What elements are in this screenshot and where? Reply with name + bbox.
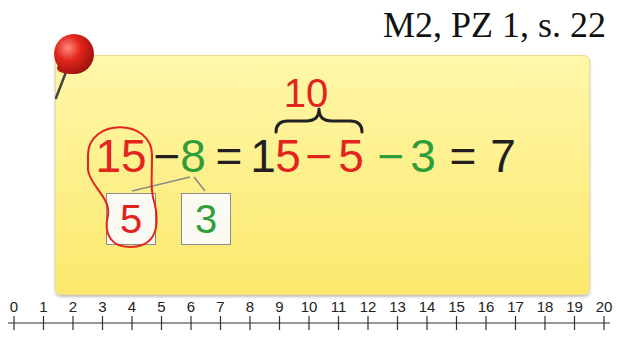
equation-term: 7	[490, 133, 516, 179]
tick-number: 17	[507, 299, 524, 314]
tick-number: 10	[301, 299, 318, 314]
number-box: 3	[181, 193, 231, 245]
equation-term: −	[378, 133, 405, 179]
equation-term: 15	[95, 133, 146, 179]
box-number: 3	[195, 199, 217, 239]
tick-number: 2	[69, 299, 77, 314]
equation-term: 1	[250, 133, 276, 179]
tick-number: 6	[187, 299, 195, 314]
lasso-loop	[88, 127, 157, 247]
equation-term: 5	[338, 133, 364, 179]
tick-number: 18	[537, 299, 554, 314]
equation-term: −	[306, 133, 333, 179]
equation-term: −	[154, 133, 181, 179]
equation-term: 5	[275, 133, 301, 179]
split-line	[132, 177, 190, 191]
curly-brace	[276, 109, 362, 132]
tick-number: 8	[246, 299, 254, 314]
tick-number: 19	[566, 299, 583, 314]
sticky-note: 531015−8=15−5−3=7	[55, 55, 590, 295]
split-line	[194, 177, 205, 191]
equation-term: 3	[410, 133, 436, 179]
pin-head	[54, 34, 94, 74]
pin-needle	[56, 72, 66, 98]
number-box: 5	[106, 193, 156, 245]
tick-number: 9	[275, 299, 283, 314]
equation-term: 8	[180, 133, 206, 179]
equation-term: =	[450, 133, 477, 179]
sum-label: 10	[284, 73, 329, 113]
tick-number: 14	[419, 299, 436, 314]
tick-number: 4	[128, 299, 136, 314]
tick-number: 1	[39, 299, 47, 314]
box-number: 5	[120, 199, 142, 239]
tick-number: 13	[389, 299, 406, 314]
tick-number: 15	[448, 299, 465, 314]
tick-number: 0	[10, 299, 18, 314]
tick-number: 20	[596, 299, 613, 314]
tick-number: 16	[478, 299, 495, 314]
number-line-ticks	[14, 316, 604, 330]
tick-number: 12	[360, 299, 377, 314]
tick-number: 11	[331, 299, 347, 314]
tick-number: 3	[98, 299, 106, 314]
tick-number: 5	[157, 299, 165, 314]
tick-number: 7	[216, 299, 224, 314]
page-reference: M2, PZ 1, s. 22	[383, 6, 606, 46]
equation-term: =	[216, 133, 243, 179]
